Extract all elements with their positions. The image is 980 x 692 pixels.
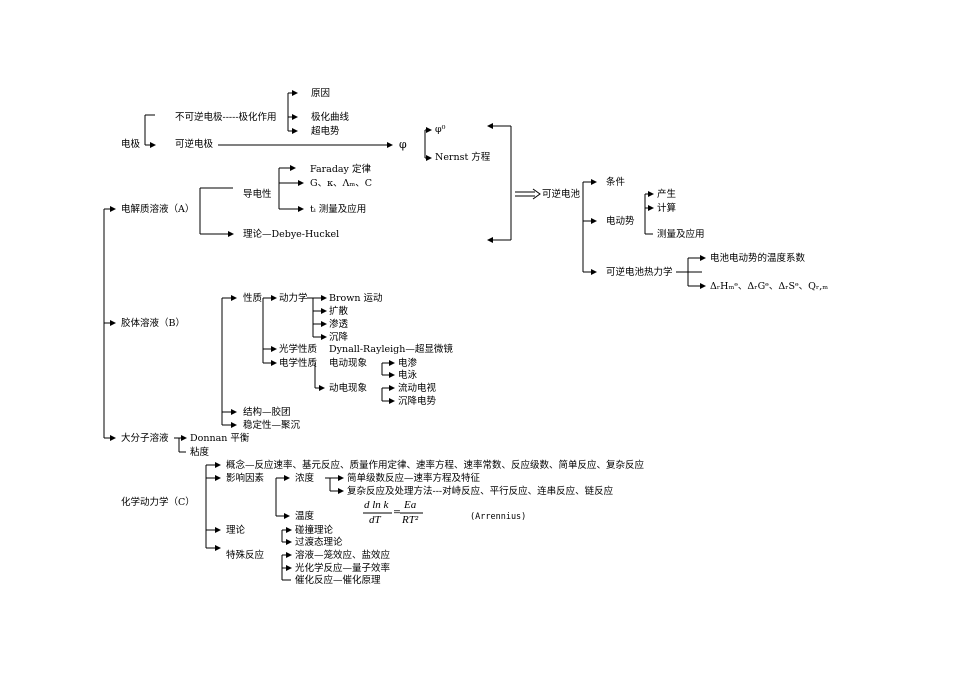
node-cause: 原因 — [311, 88, 331, 99]
node-emf: 电动势 — [606, 216, 635, 227]
node-microscope: Dynall-Rayleigh—超显微镜 — [329, 344, 453, 355]
node-polarization-curve: 极化曲线 — [311, 112, 350, 123]
node-colloid: 胶体溶液（B） — [121, 318, 185, 329]
node-condition: 条件 — [606, 177, 626, 188]
node-electrical: 电学性质 — [279, 358, 318, 369]
formula-numerator: d ln k — [364, 499, 389, 511]
node-produce: 产生 — [657, 189, 677, 200]
node-thermo-functions: ΔᵣHₘᶱ、ΔᵣGᶱ、ΔᵣSᶱ、Qᵣ,ₘ — [710, 281, 829, 292]
node-solution: 溶液—笼效应、盐效应 — [295, 550, 391, 561]
node-macromolecule: 大分子溶液 — [121, 433, 169, 444]
node-theory: 理论 — [226, 525, 246, 536]
node-catalysis: 催化反应—催化原理 — [295, 575, 381, 586]
node-g-kappa: G、κ、Λₘ、C — [310, 178, 372, 189]
node-complex-reaction: 复杂反应及处理方法---对峙反应、平行反应、连串反应、链反应 — [347, 486, 614, 497]
node-kinetics: 化学动力学（C） — [121, 497, 195, 508]
node-electrokinetic: 电动现象 — [329, 358, 368, 369]
node-optical: 光学性质 — [279, 344, 318, 355]
formula-equals: = — [393, 507, 401, 518]
node-diffusion: 扩散 — [329, 306, 349, 317]
node-reversible-battery: 可逆电池 — [542, 189, 581, 200]
node-micelle: 结构—胶团 — [243, 407, 291, 418]
node-faraday: Faraday 定律 — [310, 164, 371, 175]
node-electrode: 电极 — [121, 139, 141, 150]
node-debye-huckel: 理论—Debye-Huckel — [243, 229, 340, 240]
node-temperature: 温度 — [295, 511, 315, 522]
node-simple-order: 简单级数反应—速率方程及特征 — [347, 473, 481, 484]
node-concentration: 浓度 — [295, 473, 315, 484]
node-temp-coefficient: 电池电动势的温度系数 — [710, 253, 806, 264]
node-special: 特殊反应 — [226, 550, 265, 561]
node-electroosmosis: 电渗 — [398, 358, 418, 369]
node-arrhenius: (Arrennius) — [470, 512, 527, 522]
node-factors: 影响因素 — [226, 473, 265, 484]
node-reversible-electrode: 可逆电极 — [175, 139, 214, 150]
node-osmosis: 渗透 — [329, 319, 349, 330]
node-measure: 测量及应用 — [657, 229, 705, 240]
node-irreversible-electrode: 不可逆电极-----极化作用 — [175, 112, 277, 123]
node-property: 性质 — [243, 293, 263, 304]
node-battery-thermo: 可逆电池热力学 — [606, 267, 673, 278]
node-transition-state: 过渡态理论 — [295, 537, 343, 548]
node-collision: 碰撞理论 — [295, 525, 334, 536]
node-phi0: φ⁰ — [435, 124, 446, 135]
node-dynamic-electric: 动电现象 — [329, 383, 368, 394]
node-donnan: Donnan 平衡 — [190, 433, 250, 444]
node-concept: 概念—反应速率、基元反应、质量作用定律、速率方程、速率常数、反应级数、简单反应、… — [226, 460, 645, 471]
node-photochem: 光化学反应—量子效率 — [295, 563, 391, 574]
node-conductivity: 导电性 — [243, 189, 272, 200]
node-dynamics: 动力学 — [279, 293, 308, 304]
node-viscosity: 粘度 — [190, 447, 210, 458]
node-sed-potential: 沉降电势 — [398, 396, 437, 407]
node-brown: Brown 运动 — [329, 293, 383, 304]
node-sedimentation: 沉降 — [329, 332, 349, 343]
node-electrolyte: 电解质溶液（A） — [121, 204, 195, 215]
node-transference: tᵢ 测量及应用 — [310, 204, 367, 215]
node-nernst: Nernst 方程 — [435, 152, 491, 163]
node-flow-potential: 流动电视 — [398, 383, 437, 394]
node-overpotential: 超电势 — [311, 126, 340, 137]
formula-denominator-2: RT² — [402, 514, 419, 526]
formula-numerator-2: Ea — [404, 499, 417, 511]
formula-denominator: dT — [369, 514, 381, 526]
node-phi: φ — [399, 138, 407, 151]
node-calculate: 计算 — [657, 203, 677, 214]
node-electrophoresis: 电泳 — [398, 370, 418, 381]
node-stability: 稳定性—聚沉 — [243, 420, 301, 431]
